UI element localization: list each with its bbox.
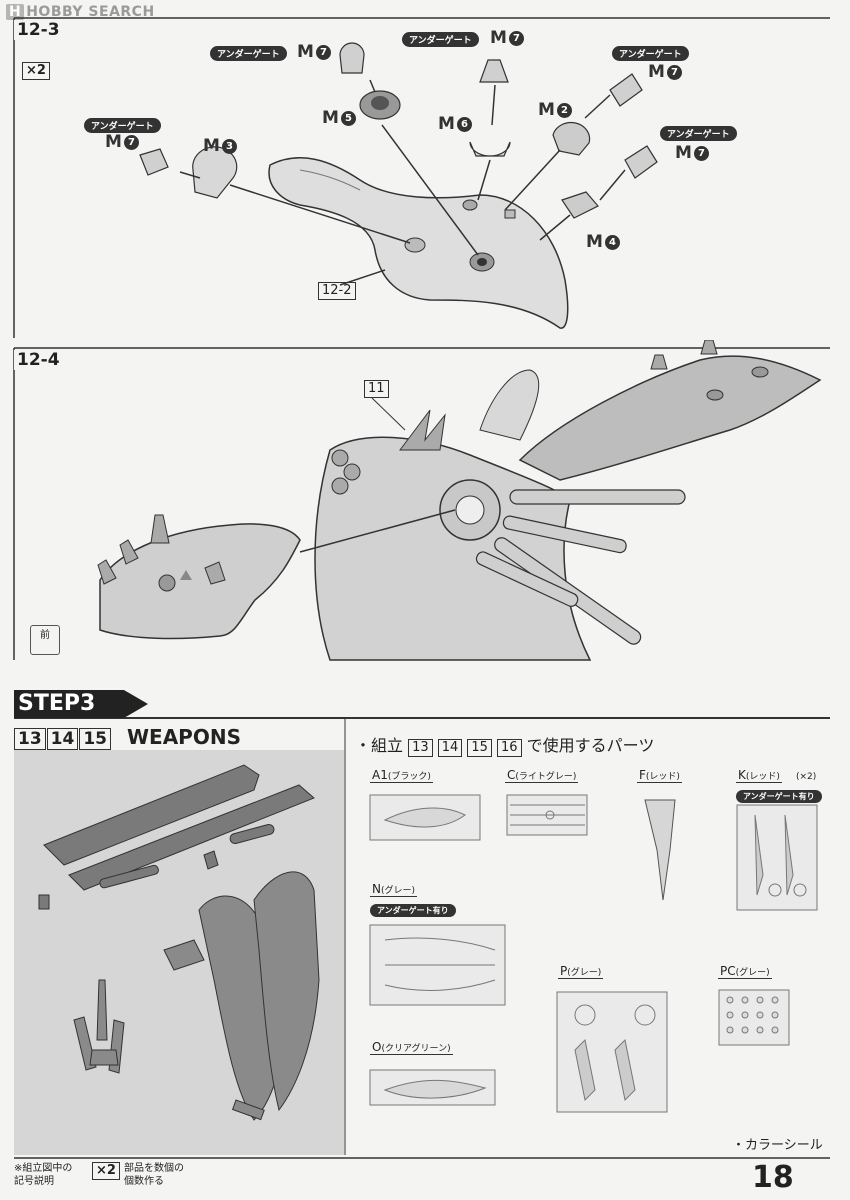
step-12-4-label: 12-4 (14, 350, 63, 370)
parts-list-heading: ・組立 13 14 15 16 で使用するパーツ (355, 736, 655, 757)
runner-k-gate-tag: アンダーゲート有り (736, 790, 822, 803)
footer-legend-note: ※組立図中の記号説明 (14, 1163, 73, 1187)
runner-a1-label: A1(ブラック) (370, 768, 433, 783)
step3-banner: STEP3 (14, 690, 148, 718)
step-14-box: 14 (437, 739, 463, 757)
weapons-illustration (14, 750, 344, 1155)
step-16-box: 16 (497, 739, 522, 757)
watermark-badge: H (6, 4, 25, 20)
runner-n-label: N(グレー) (370, 882, 418, 897)
page-number: 18 (752, 1160, 794, 1195)
step-13-box: 13 (408, 739, 433, 757)
under-gate-tag: アンダーゲート (84, 118, 161, 133)
runner-p-label: P(グレー) (558, 964, 604, 979)
runner-f-label: F(レッド) (637, 768, 682, 783)
runner-c-label: C(ライトグレー) (505, 768, 579, 783)
step-12-3-illustration (139, 42, 658, 329)
under-gate-tag: アンダーゲート (660, 126, 737, 141)
step-12-4-illustration (97, 340, 822, 661)
ref-step-12-2: 12-2 (318, 282, 356, 300)
color-seal-note: ・カラーシール (732, 1138, 823, 1153)
multiplier-badge: ×2 (22, 62, 50, 80)
runner-pc-label: PC(グレー) (718, 964, 772, 979)
footer-x2-description: 部品を数個の個数作る (124, 1163, 184, 1187)
under-gate-tag: アンダーゲート (402, 32, 479, 47)
step-15-box: 15 (467, 739, 492, 757)
footer-x2-badge: ×2 (92, 1162, 120, 1180)
ref-step-11: 11 (364, 380, 389, 398)
runner-sprues (369, 794, 818, 1113)
runner-n-gate-tag: アンダーゲート有り (370, 904, 456, 917)
step-15-box: 15 (79, 728, 112, 750)
runner-o-label: O(クリアグリーン) (370, 1040, 453, 1055)
watermark-text: HOBBY SEARCH (26, 4, 155, 20)
weapons-label: WEAPONS (126, 725, 241, 749)
under-gate-tag: アンダーゲート (210, 46, 287, 61)
step-14-box: 14 (46, 728, 79, 750)
step-12-3-label: 12-3 (14, 20, 63, 40)
under-gate-tag: アンダーゲート (612, 46, 689, 61)
runner-k-count: (×2) (796, 772, 817, 782)
runner-k-label: K(レッド) (736, 768, 782, 783)
step-13-box: 13 (14, 728, 46, 750)
front-direction-icon: 前 (30, 625, 60, 655)
